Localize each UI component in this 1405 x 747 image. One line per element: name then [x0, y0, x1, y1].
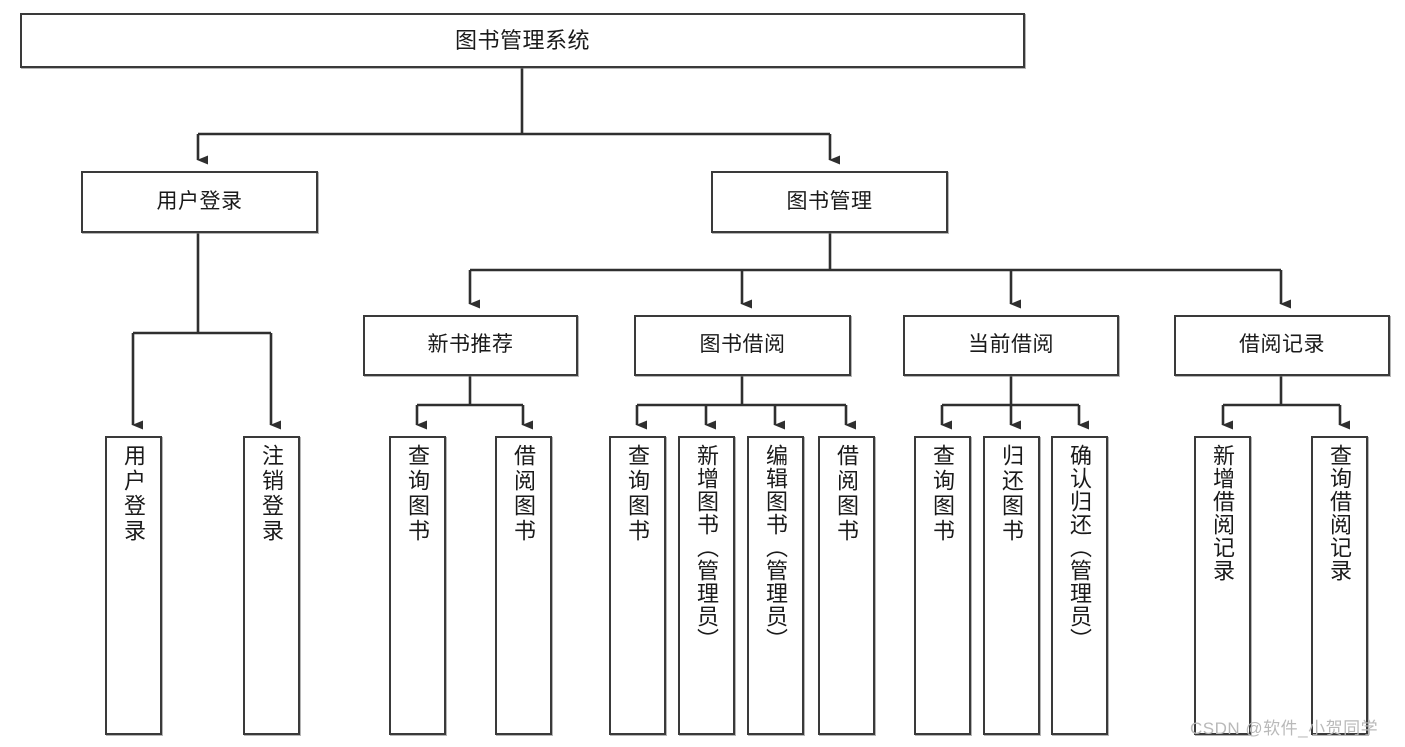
- node-label: 借阅图书: [511, 444, 537, 544]
- node-leaf-query-book-2[interactable]: 查询图书: [609, 436, 666, 735]
- node-leaf-add-book[interactable]: 新增图书（管理员）: [678, 436, 735, 735]
- node-label: 查询图书: [625, 444, 651, 544]
- node-leaf-borrow-book-1[interactable]: 借阅图书: [495, 436, 552, 735]
- node-label: 新书推荐: [427, 333, 514, 357]
- node-leaf-confirm-return[interactable]: 确认归还（管理员）: [1051, 436, 1108, 735]
- node-book-manage[interactable]: 图书管理: [711, 171, 948, 233]
- node-label: 新增借阅记录: [1210, 444, 1236, 582]
- node-user-login[interactable]: 用户登录: [81, 171, 318, 233]
- node-label: 借阅记录: [1239, 333, 1325, 357]
- node-leaf-add-record[interactable]: 新增借阅记录: [1194, 436, 1251, 735]
- node-new-book-rec[interactable]: 新书推荐: [363, 315, 578, 376]
- node-label: 注销登录: [259, 444, 285, 544]
- node-borrow-record[interactable]: 借阅记录: [1174, 315, 1390, 376]
- node-label: 确认归还（管理员）: [1067, 444, 1093, 651]
- node-label: 图书借阅: [699, 333, 786, 357]
- node-label: 当前借阅: [968, 333, 1054, 357]
- node-leaf-query-record[interactable]: 查询借阅记录: [1311, 436, 1368, 735]
- node-leaf-user-logout[interactable]: 注销登录: [243, 436, 300, 735]
- node-label: 编辑图书（管理员）: [763, 444, 789, 651]
- node-leaf-query-book-3[interactable]: 查询图书: [914, 436, 971, 735]
- node-label: 图书管理: [786, 189, 873, 213]
- node-leaf-query-book-1[interactable]: 查询图书: [389, 436, 446, 735]
- node-label: 用户登录: [121, 444, 147, 544]
- node-label: 查询借阅记录: [1327, 444, 1353, 582]
- node-leaf-edit-book[interactable]: 编辑图书（管理员）: [747, 436, 804, 735]
- node-label: 归还图书: [999, 444, 1025, 544]
- node-label: 查询图书: [930, 444, 956, 544]
- node-leaf-return-book[interactable]: 归还图书: [983, 436, 1040, 735]
- node-label: 图书管理系统: [454, 27, 590, 53]
- node-label: 用户登录: [156, 189, 243, 213]
- node-current-borrow[interactable]: 当前借阅: [903, 315, 1119, 376]
- node-label: 查询图书: [405, 444, 431, 544]
- node-leaf-borrow-book-2[interactable]: 借阅图书: [818, 436, 875, 735]
- node-label: 新增图书（管理员）: [694, 444, 720, 651]
- node-root-system[interactable]: 图书管理系统: [20, 13, 1025, 68]
- node-label: 借阅图书: [834, 444, 860, 544]
- csdn-watermark: CSDN @软件_小贺同学: [1190, 719, 1379, 738]
- node-leaf-user-login[interactable]: 用户登录: [105, 436, 162, 735]
- node-book-borrow[interactable]: 图书借阅: [634, 315, 851, 376]
